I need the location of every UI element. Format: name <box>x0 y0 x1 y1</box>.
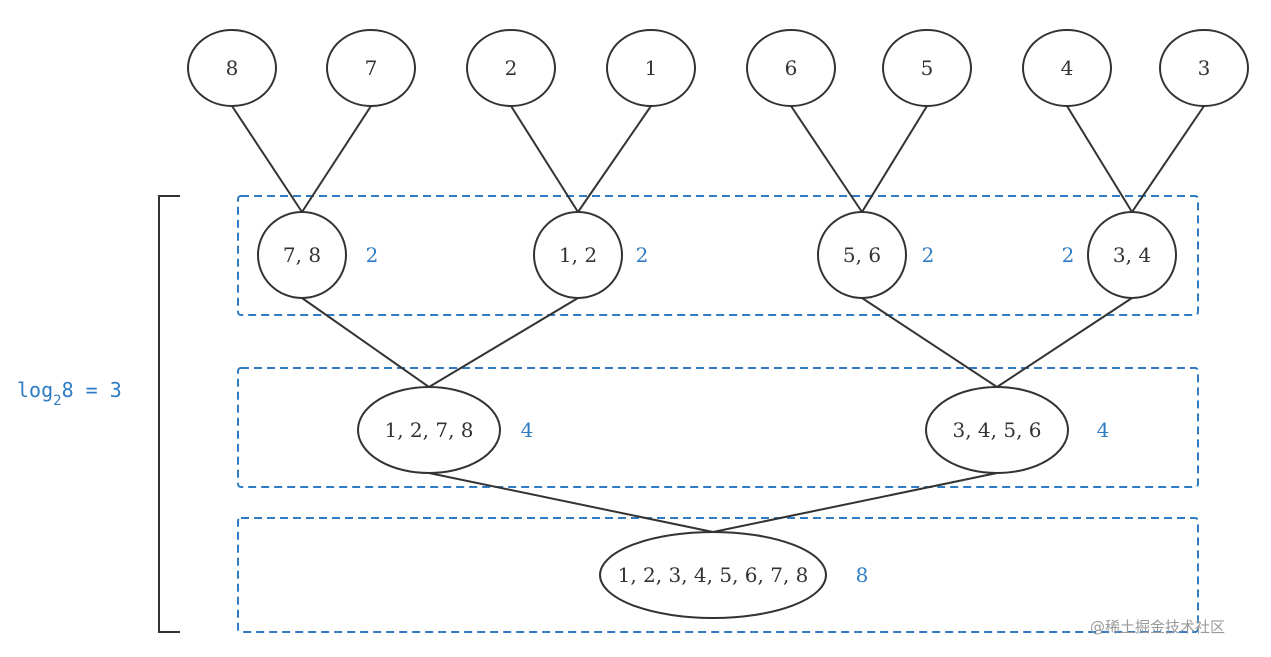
level1-node-0-shape <box>257 211 347 299</box>
edge-leaf-2-to-l1-1 <box>510 105 579 213</box>
leaf-node-6: 4 <box>1022 29 1112 107</box>
edge-l2-1-to-root <box>712 472 998 533</box>
level2-node-0-label: 1, 2, 7, 8 <box>384 418 473 442</box>
edge-l1-1-to-l2-0 <box>428 297 579 388</box>
level3-count-0: 8 <box>856 563 869 587</box>
leaf-node-6-shape <box>1022 29 1112 107</box>
leaf-node-6-label: 4 <box>1061 56 1074 80</box>
leaf-node-2-label: 2 <box>505 56 518 80</box>
level1-node-2-label: 5, 6 <box>843 243 881 267</box>
leaf-node-5-shape <box>882 29 972 107</box>
level2-node-1: 3, 4, 5, 6 <box>925 386 1069 474</box>
level1-node-0-label: 7, 8 <box>283 243 321 267</box>
edge-leaf-6-to-l1-3 <box>1066 105 1133 213</box>
edge-leaf-0-to-l1-0 <box>231 105 303 213</box>
edge-leaf-1-to-l1-0 <box>301 105 372 213</box>
leaf-node-2-shape <box>466 29 556 107</box>
leaf-node-0-shape <box>187 29 277 107</box>
level1-node-2: 5, 6 <box>817 211 907 299</box>
level2-count-0: 4 <box>521 418 534 442</box>
edge-leaf-4-to-l1-2 <box>790 105 863 213</box>
level2-node-1-shape <box>925 386 1069 474</box>
leaf-node-4-label: 6 <box>785 56 798 80</box>
level1-node-3-label: 3, 4 <box>1113 243 1151 267</box>
leaf-node-4-shape <box>746 29 836 107</box>
tree-nodes: 8 7 2 1 6 5 4 3 7, 8 1, 2 5, 6 3, 4 1, 2, 7, 8 3, 4, … <box>187 29 1249 619</box>
leaf-node-4: 6 <box>746 29 836 107</box>
leaf-node-3-label: 1 <box>645 56 658 80</box>
leaf-node-5-label: 5 <box>921 56 934 80</box>
level1-node-1-label: 1, 2 <box>559 243 597 267</box>
depth-formula: log28 = 3 <box>17 378 122 409</box>
edge-leaf-3-to-l1-1 <box>577 105 652 213</box>
leaf-node-1-label: 7 <box>365 56 378 80</box>
level1-count-2: 2 <box>922 243 935 267</box>
edge-l1-0-to-l2-0 <box>301 297 430 388</box>
tree-edges <box>231 105 1205 533</box>
level1-count-0: 2 <box>366 243 379 267</box>
leaf-node-2: 2 <box>466 29 556 107</box>
edge-leaf-5-to-l1-2 <box>861 105 928 213</box>
level2-node-1-label: 3, 4, 5, 6 <box>952 418 1041 442</box>
level1-count-1: 2 <box>636 243 649 267</box>
merge-counts: 2 2 2 2 4 4 8 <box>366 243 1110 587</box>
edge-l2-0-to-root <box>428 472 714 533</box>
leaf-node-7-shape <box>1159 29 1249 107</box>
leaf-node-0: 8 <box>187 29 277 107</box>
level3-node-0: 1, 2, 3, 4, 5, 6, 7, 8 <box>599 531 827 619</box>
depth-bracket <box>158 195 180 633</box>
level1-node-2-shape <box>817 211 907 299</box>
level1-count-3: 2 <box>1062 243 1075 267</box>
level-3-box <box>237 517 1199 633</box>
level2-node-0-shape <box>357 386 501 474</box>
watermark: @稀土掘金技术社区 <box>1090 618 1226 636</box>
level2-node-0: 1, 2, 7, 8 <box>357 386 501 474</box>
level-1-box <box>237 195 1199 316</box>
leaf-node-7-label: 3 <box>1198 56 1211 80</box>
leaf-node-5: 5 <box>882 29 972 107</box>
edge-l1-2-to-l2-1 <box>861 297 998 388</box>
leaf-node-1: 7 <box>326 29 416 107</box>
leaf-node-3: 1 <box>606 29 696 107</box>
edge-l1-3-to-l2-1 <box>996 297 1133 388</box>
level1-node-1-shape <box>533 211 623 299</box>
level3-node-0-label: 1, 2, 3, 4, 5, 6, 7, 8 <box>618 563 809 587</box>
level-2-box <box>237 367 1199 488</box>
level1-node-0: 7, 8 <box>257 211 347 299</box>
edge-leaf-7-to-l1-3 <box>1131 105 1205 213</box>
leaf-node-7: 3 <box>1159 29 1249 107</box>
level2-count-1: 4 <box>1097 418 1110 442</box>
level1-node-3-shape <box>1087 211 1177 299</box>
level1-node-1: 1, 2 <box>533 211 623 299</box>
level3-node-0-shape <box>599 531 827 619</box>
leaf-node-0-label: 8 <box>226 56 239 80</box>
level1-node-3: 3, 4 <box>1087 211 1177 299</box>
leaf-node-1-shape <box>326 29 416 107</box>
leaf-node-3-shape <box>606 29 696 107</box>
